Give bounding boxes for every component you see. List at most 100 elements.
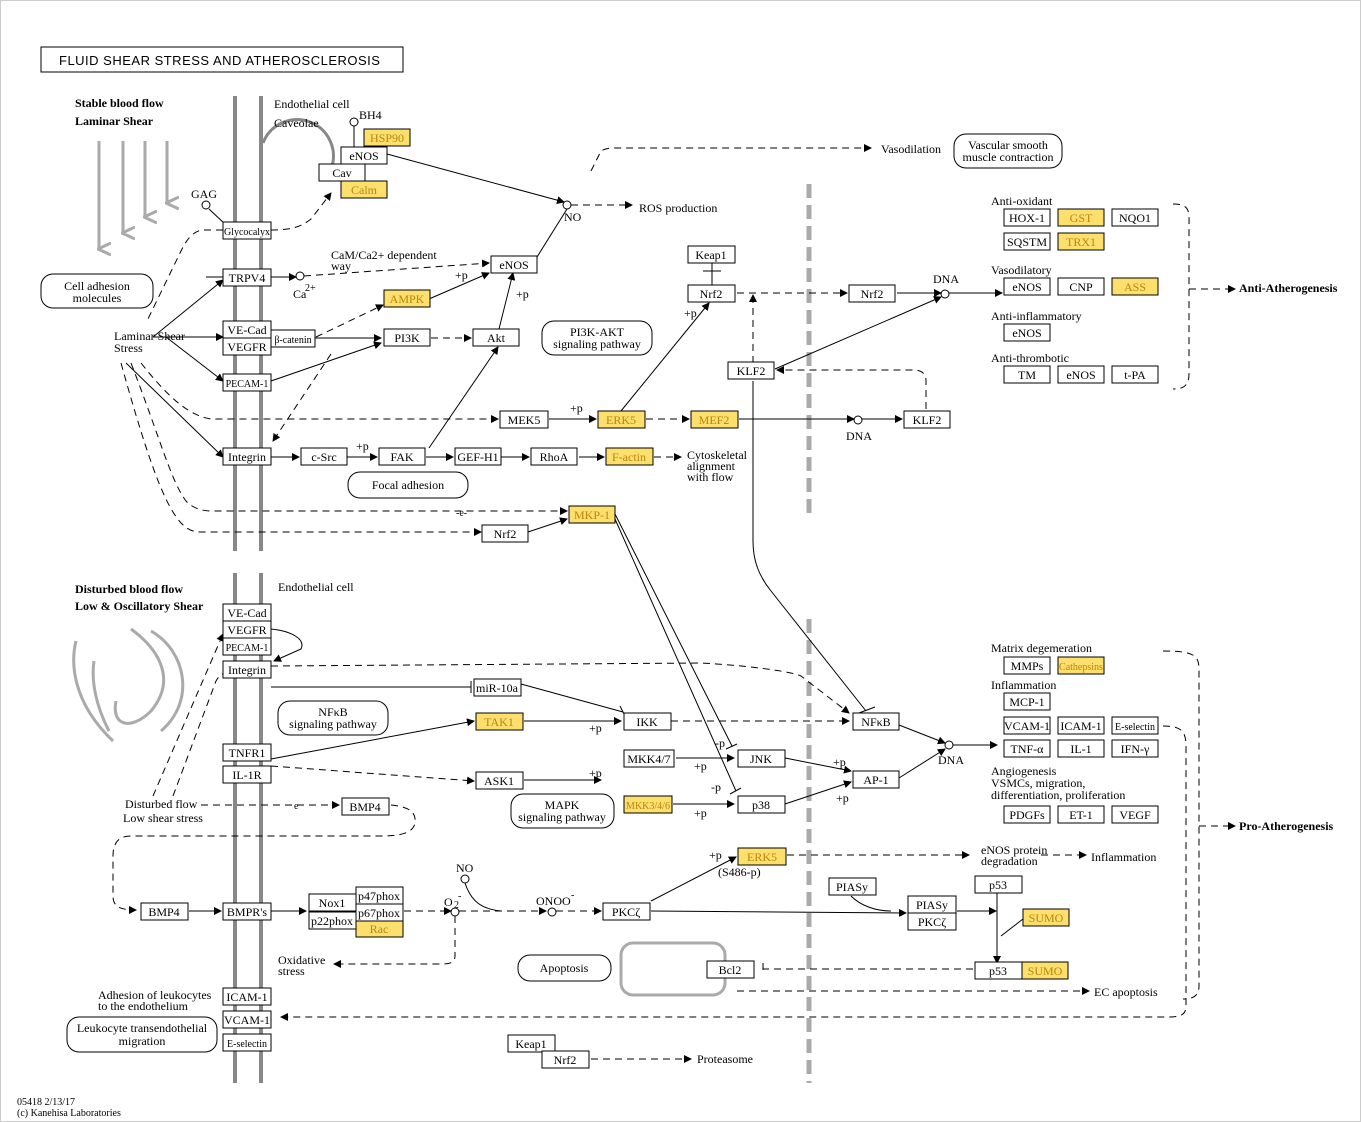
gene-icam1-right[interactable] [1057,716,1105,735]
gene-erk5-bottom[interactable] [737,847,787,866]
gene-akt[interactable] [472,328,520,347]
gene-vcam1[interactable] [222,1010,272,1029]
gene-ikk[interactable] [623,712,672,731]
gene-klf2-right[interactable] [903,410,951,429]
gene-ass[interactable] [1111,277,1159,296]
svg-text:Cathepsins: Cathepsins [1059,662,1103,673]
gene-mkk47[interactable] [623,749,675,768]
gene-glycocalyx[interactable] [222,221,272,240]
gene-integrin-2[interactable] [222,660,272,679]
gene-erk5[interactable] [597,410,646,429]
gene-bmp4-bottom[interactable] [140,902,189,921]
gene-hsp90[interactable] [363,128,411,147]
svg-text:Keap1: Keap1 [515,1037,546,1051]
gene-mek5[interactable] [499,410,549,429]
gene-gst[interactable] [1057,208,1105,227]
gene-vegf[interactable] [1111,805,1159,824]
pathway-nfkb[interactable] [277,700,389,736]
gene-pkcz-complex[interactable] [907,912,957,931]
pathway-vascular-smooth[interactable] [953,133,1063,169]
gene-calm[interactable] [340,180,388,199]
gene-enos-r3[interactable] [1057,365,1105,384]
svg-text:PDGFs: PDGFs [1009,808,1045,822]
gene-jnk[interactable] [737,749,786,768]
gene-nrf2-low[interactable] [481,524,529,543]
pathway-focal-adhesion[interactable] [347,471,469,499]
gene-enos-mid[interactable] [490,255,538,274]
gene-keap1[interactable] [687,245,736,264]
gene-eselectin[interactable] [222,1033,272,1052]
gene-tak1[interactable] [475,712,524,731]
pathway-leukocyte[interactable] [66,1016,218,1053]
gene-mef2[interactable] [690,410,739,429]
gene-bmp4-top[interactable] [341,797,390,816]
svg-text:PKCζ: PKCζ [612,905,640,919]
gene-mmps[interactable] [1003,656,1051,675]
gene-trx1[interactable] [1057,232,1105,251]
gene-cnp[interactable] [1057,277,1105,296]
pathway-pi3k-akt[interactable] [541,320,653,356]
gene-keap1-bottom[interactable] [507,1034,556,1053]
gene-tm[interactable] [1003,365,1051,384]
no-node-bottom [460,874,470,884]
gene-ask1[interactable] [475,771,524,790]
gene-bmprs[interactable] [222,902,272,921]
gene-ap1[interactable] [852,770,900,789]
gene-trpv4[interactable] [222,268,272,287]
gene-il1r[interactable] [222,765,272,784]
gene-enos-r1[interactable] [1003,277,1051,296]
gene-pecam1[interactable] [222,373,272,392]
gene-mkk346[interactable] [623,795,673,814]
gene-pi3k[interactable] [383,328,431,347]
gene-hox1[interactable] [1003,208,1051,227]
gene-ifng[interactable] [1111,739,1159,758]
gene-p53[interactable] [974,875,1023,894]
gene-nrf2-nuc[interactable] [848,284,896,303]
gene-enos-r2[interactable] [1003,323,1051,342]
gene-mkp1[interactable] [568,505,616,524]
pathway-apoptosis[interactable] [517,954,612,982]
gene-tnfa[interactable] [1003,739,1051,758]
gene-piasy[interactable] [828,877,877,896]
gene-tpa[interactable] [1111,365,1159,384]
gene-mcp1[interactable] [1003,692,1051,711]
gene-rhoa[interactable] [530,447,578,466]
gene-sumo[interactable] [1022,908,1070,927]
gene-rac[interactable] [355,920,404,938]
gene-nrf2-bottom[interactable] [541,1050,590,1069]
gene-ampk[interactable] [383,289,431,308]
gene-pdgfs[interactable] [1003,805,1051,824]
svg-text:Focal adhesion: Focal adhesion [372,478,444,492]
gene-sumo-complex[interactable] [1021,961,1069,980]
gene-beta-catenin[interactable] [270,329,316,348]
gene-integrin[interactable] [222,447,272,466]
gene-nrf2-cyto[interactable] [687,284,736,303]
gene-p38[interactable] [737,795,786,814]
gene-mir10a[interactable] [473,678,522,697]
svg-text:(S486-p): (S486-p) [718,865,761,879]
gene-sqstm[interactable] [1003,232,1051,251]
gene-pecam1-2[interactable] [222,637,272,656]
gene-vcam1-right[interactable] [1003,716,1051,735]
gene-icam1[interactable] [222,987,272,1006]
gene-tnfr1[interactable] [222,743,272,762]
gene-bcl2[interactable] [706,960,755,979]
gene-il1[interactable] [1057,739,1105,758]
svg-text:PIASy: PIASy [836,880,868,894]
pathway-cell-adhesion[interactable] [40,273,154,309]
gene-gefh1[interactable] [454,447,502,466]
gene-eselectin-right[interactable] [1111,716,1159,735]
gene-nqo1[interactable] [1111,208,1159,227]
gene-et1[interactable] [1057,805,1105,824]
gene-factin[interactable] [605,447,654,466]
svg-text:Anti-Atherogenesis: Anti-Atherogenesis [1239,281,1338,295]
pathway-mapk[interactable] [510,793,615,829]
gene-nfkb[interactable] [852,712,900,731]
gene-csrc[interactable] [300,447,348,466]
gene-cathepsins[interactable] [1057,656,1105,675]
svg-text:PECAM-1: PECAM-1 [226,379,269,390]
svg-text:IL-1: IL-1 [1070,742,1091,756]
gene-klf2-left[interactable] [727,361,775,380]
gene-fak[interactable] [378,447,426,466]
gene-pkcz[interactable] [602,902,651,921]
